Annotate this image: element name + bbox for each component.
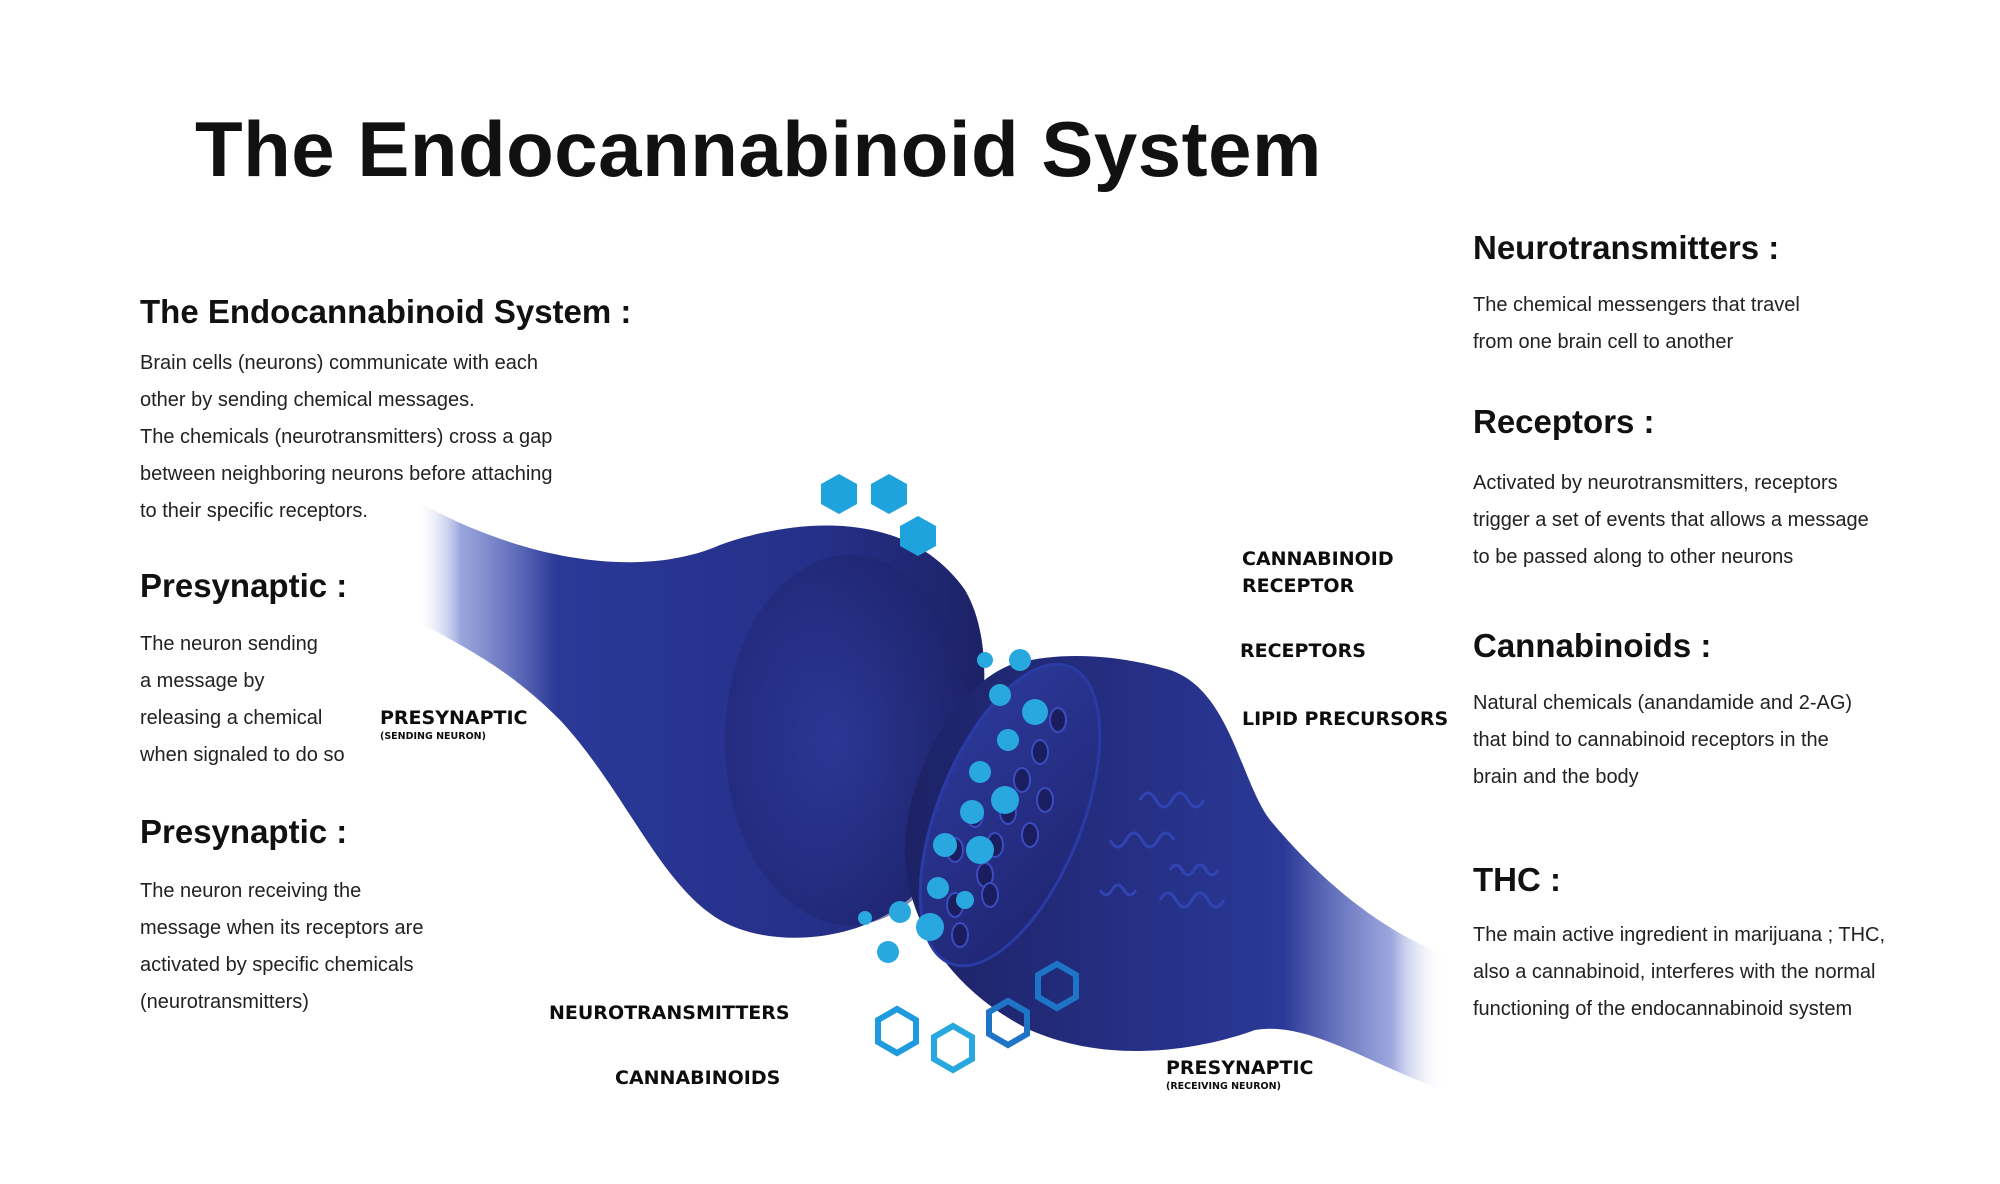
label-presynaptic-sending-sub: (SENDING NEURON)	[380, 731, 486, 742]
body-line: (neurotransmitters)	[140, 991, 309, 1013]
label-cannabinoids: CANNABINOIDS	[615, 1065, 780, 1092]
body-line: trigger a set of events that allows a me…	[1473, 509, 1869, 531]
label-presynaptic-receiving-sub: (RECEIVING NEURON)	[1166, 1081, 1281, 1092]
label-cannabinoid-receptor: CANNABINOID RECEPTOR	[1242, 546, 1394, 600]
label-cannabinoids-text: CANNABINOIDS	[615, 1067, 781, 1089]
label-presynaptic-receiving-title: PRESYNAPTIC	[1166, 1057, 1314, 1079]
label-presynaptic-receiving: PRESYNAPTIC (RECEIVING NEURON)	[1166, 1055, 1313, 1092]
section-receptors-heading: Receptors :	[1473, 403, 1655, 440]
label-cannabinoid-receptor-line1: CANNABINOID	[1242, 548, 1394, 570]
section-receptors-body: Activated by neurotransmitters, receptor…	[1473, 465, 1869, 576]
section-presynaptic-sending-heading: Presynaptic :	[140, 567, 348, 604]
section-presynaptic-receiving-heading: Presynaptic :	[140, 813, 348, 850]
label-lipid-precursors-text: LIPID PRECURSORS	[1242, 708, 1449, 730]
label-presynaptic-sending-title: PRESYNAPTIC	[380, 707, 528, 729]
body-line: a message by	[140, 670, 265, 692]
body-line: Natural chemicals (anandamide and 2-AG)	[1473, 692, 1853, 714]
body-line: to be passed along to other neurons	[1473, 546, 1794, 568]
section-thc-body: The main active ingredient in marijuana …	[1473, 917, 1885, 1028]
label-neurotransmitters: NEUROTRANSMITTERS	[549, 1000, 790, 1027]
body-line: to their specific receptors.	[140, 500, 368, 522]
neurotransmitter-dots	[858, 649, 1048, 963]
label-lipid-precursors: LIPID PRECURSORS	[1242, 706, 1448, 733]
main-title: The Endocannabinoid System	[195, 105, 1322, 193]
body-line: Activated by neurotransmitters, receptor…	[1473, 472, 1838, 494]
body-line: message when its receptors are	[140, 917, 424, 939]
body-line: brain and the body	[1473, 766, 1639, 788]
label-receptors-text: RECEPTORS	[1240, 640, 1366, 662]
cannabinoid-hexagons-outline	[875, 960, 1079, 1074]
body-line: The chemicals (neurotransmitters) cross …	[140, 426, 553, 448]
section-endocannabinoid-heading: The Endocannabinoid System :	[140, 293, 632, 330]
body-line: when signaled to do so	[140, 744, 345, 766]
section-neurotransmitters-heading: Neurotransmitters :	[1473, 229, 1780, 266]
section-presynaptic-sending-body: The neuron sending a message by releasin…	[140, 626, 345, 774]
label-receptors: RECEPTORS	[1240, 638, 1366, 665]
section-endocannabinoid-body: Brain cells (neurons) communicate with e…	[140, 345, 553, 530]
body-line: between neighboring neurons before attac…	[140, 463, 553, 485]
label-presynaptic-sending: PRESYNAPTIC (SENDING NEURON)	[380, 705, 527, 742]
body-line: The neuron receiving the	[140, 880, 362, 902]
lipid-precursor-squiggles	[1098, 791, 1226, 909]
cannabinoid-hexagons-solid	[821, 474, 936, 556]
section-cannabinoids-body: Natural chemicals (anandamide and 2-AG) …	[1473, 685, 1852, 796]
section-cannabinoids-heading: Cannabinoids :	[1473, 627, 1712, 664]
section-thc-heading: THC :	[1473, 861, 1561, 898]
label-neurotransmitters-text: NEUROTRANSMITTERS	[549, 1002, 790, 1024]
body-line: also a cannabinoid, interferes with the …	[1473, 961, 1876, 983]
label-cannabinoid-receptor-line2: RECEPTOR	[1242, 575, 1355, 597]
body-line: that bind to cannabinoid receptors in th…	[1473, 729, 1829, 751]
body-line: The neuron sending	[140, 633, 318, 655]
section-presynaptic-receiving-body: The neuron receiving the message when it…	[140, 873, 423, 1021]
body-line: activated by specific chemicals	[140, 954, 414, 976]
body-line: The chemical messengers that travel	[1473, 294, 1800, 316]
body-line: functioning of the endocannabinoid syste…	[1473, 998, 1853, 1020]
body-line: from one brain cell to another	[1473, 331, 1734, 353]
body-line: releasing a chemical	[140, 707, 323, 729]
section-neurotransmitters-body: The chemical messengers that travel from…	[1473, 287, 1800, 361]
body-line: other by sending chemical messages.	[140, 389, 475, 411]
body-line: The main active ingredient in marijuana …	[1473, 924, 1886, 946]
body-line: Brain cells (neurons) communicate with e…	[140, 352, 538, 374]
